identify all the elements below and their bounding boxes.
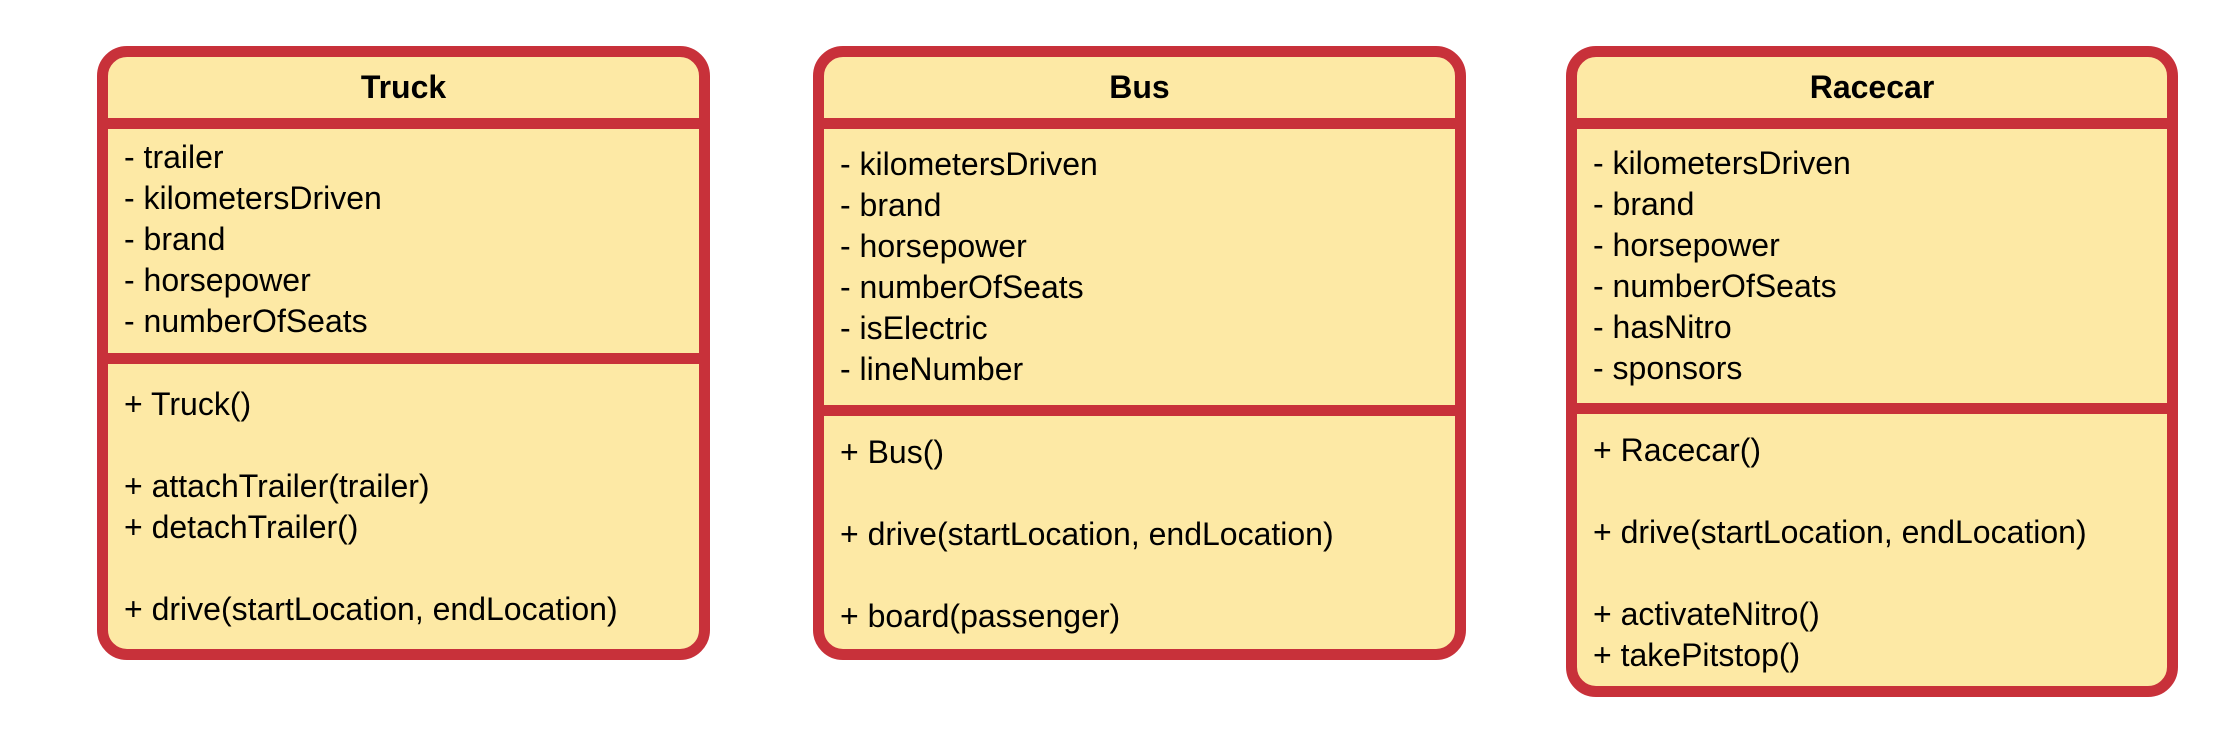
- method: + drive(startLocation, endLocation): [840, 516, 1334, 552]
- method-spacer: [840, 473, 1455, 514]
- class-name: Racecar: [1577, 57, 2167, 129]
- method-spacer: [1593, 471, 2167, 512]
- method: + Bus(): [840, 434, 945, 470]
- attribute: - brand: [124, 221, 226, 257]
- attribute: - horsepower: [124, 262, 311, 298]
- methods-section: + Bus() + drive(startLocation, endLocati…: [824, 416, 1455, 637]
- attribute: - kilometersDriven: [124, 180, 382, 216]
- class-box-racecar: Racecar - kilometersDriven - brand - hor…: [1566, 46, 2178, 697]
- method-spacer: [1593, 553, 2167, 594]
- attribute: - numberOfSeats: [1593, 268, 1837, 304]
- attribute: - lineNumber: [840, 351, 1024, 387]
- attribute: - brand: [840, 187, 942, 223]
- class-box-bus: Bus - kilometersDriven - brand - horsepo…: [813, 46, 1466, 660]
- attribute: - numberOfSeats: [124, 303, 368, 339]
- method: + drive(startLocation, endLocation): [1593, 514, 2087, 550]
- attribute: - horsepower: [1593, 227, 1780, 263]
- attribute: - isElectric: [840, 310, 988, 346]
- attribute: - hasNitro: [1593, 309, 1732, 345]
- method: + takePitstop(): [1593, 637, 1801, 673]
- method: + Racecar(): [1593, 432, 1762, 468]
- class-name: Truck: [108, 57, 699, 129]
- attribute: - kilometersDriven: [1593, 145, 1851, 181]
- method-spacer: [124, 548, 699, 589]
- method-spacer: [840, 555, 1455, 596]
- attributes-section: - kilometersDriven - brand - horsepower …: [1577, 129, 2167, 414]
- method: + detachTrailer(): [124, 509, 359, 545]
- attribute: - brand: [1593, 186, 1695, 222]
- attributes-section: - kilometersDriven - brand - horsepower …: [824, 129, 1455, 416]
- methods-section: + Racecar() + drive(startLocation, endLo…: [1577, 414, 2167, 676]
- method: + drive(startLocation, endLocation): [124, 591, 618, 627]
- attribute: - kilometersDriven: [840, 146, 1098, 182]
- methods-section: + Truck() + attachTrailer(trailer) + det…: [108, 364, 699, 630]
- method: + board(passenger): [840, 598, 1121, 634]
- attribute: - sponsors: [1593, 350, 1743, 386]
- attribute: - horsepower: [840, 228, 1027, 264]
- class-box-truck: Truck - trailer - kilometersDriven - bra…: [97, 46, 710, 660]
- attributes-section: - trailer - kilometersDriven - brand - h…: [108, 129, 699, 364]
- attribute: - numberOfSeats: [840, 269, 1084, 305]
- method-spacer: [124, 425, 699, 466]
- method: + Truck(): [124, 386, 252, 422]
- method: + attachTrailer(trailer): [124, 468, 430, 504]
- method: + activateNitro(): [1593, 596, 1820, 632]
- attribute: - trailer: [124, 139, 224, 175]
- class-name: Bus: [824, 57, 1455, 129]
